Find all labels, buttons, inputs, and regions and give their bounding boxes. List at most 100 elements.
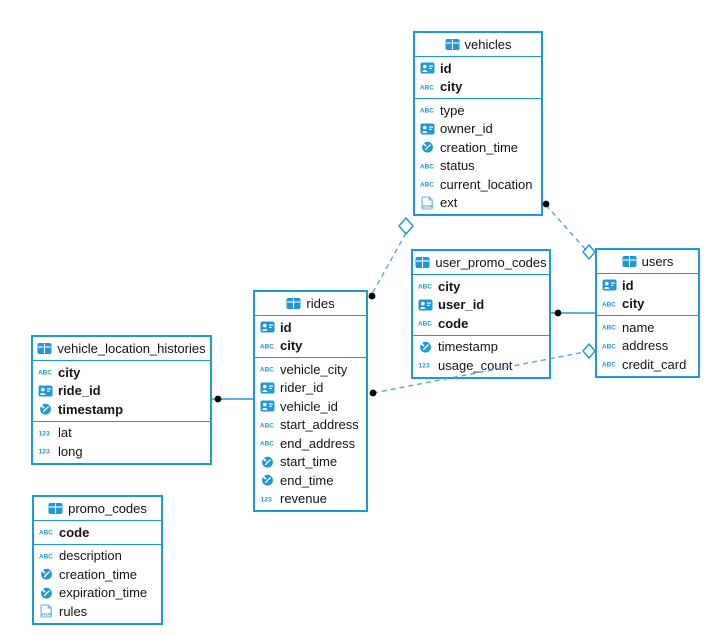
table-header[interactable]: user_promo_codes xyxy=(413,251,549,275)
field-row[interactable]: user_id xyxy=(413,296,549,315)
field-row[interactable]: ride_id xyxy=(33,382,210,401)
table-title: vehicles xyxy=(464,37,512,52)
field-name: long xyxy=(58,443,83,459)
field-row[interactable]: usage_count xyxy=(413,356,549,375)
field-name: code xyxy=(438,315,469,331)
relationship-dot-marker xyxy=(369,389,377,397)
field-row[interactable]: city xyxy=(597,295,698,314)
field-row[interactable]: current_location xyxy=(415,175,541,194)
primary-key-section: city ride_id timestamp xyxy=(33,361,210,422)
field-row[interactable]: timestamp xyxy=(413,338,549,357)
table-vehicle-location-histories[interactable]: vehicle_location_histories city ride_id … xyxy=(31,335,212,465)
field-name: credit_card xyxy=(622,356,687,372)
field-name: current_location xyxy=(440,176,533,192)
primary-key-section: city user_id code xyxy=(413,275,549,336)
field-name: start_time xyxy=(280,454,338,470)
relationship-line-vehicles-users[interactable] xyxy=(545,204,587,251)
field-name: type xyxy=(440,102,465,118)
primary-key-section: code xyxy=(34,521,161,545)
field-name: status xyxy=(440,158,475,174)
field-row[interactable]: city xyxy=(33,363,210,382)
field-name: creation_time xyxy=(440,139,519,155)
table-vehicles[interactable]: vehicles id city type owner_id creation_… xyxy=(413,31,543,216)
primary-key-section: id city xyxy=(597,274,698,316)
field-name: usage_count xyxy=(438,357,513,373)
field-row[interactable]: end_address xyxy=(255,434,366,453)
field-row[interactable]: address xyxy=(597,337,698,356)
field-row[interactable]: vehicle_city xyxy=(255,360,366,379)
field-row[interactable]: expiration_time xyxy=(34,584,161,603)
table-title: promo_codes xyxy=(68,501,147,516)
primary-key-section: id city xyxy=(415,57,541,99)
field-name: ride_id xyxy=(58,383,101,399)
field-row[interactable]: type xyxy=(415,101,541,120)
field-row[interactable]: city xyxy=(255,337,366,356)
field-row[interactable]: city xyxy=(415,78,541,97)
field-row[interactable]: city xyxy=(413,277,549,296)
field-name: city xyxy=(622,296,645,312)
field-name: rules xyxy=(59,603,88,619)
table-header[interactable]: vehicles xyxy=(415,33,541,57)
table-header[interactable]: promo_codes xyxy=(34,497,161,521)
relationship-diamond-marker xyxy=(398,216,414,236)
field-row[interactable]: timestamp xyxy=(33,400,210,419)
field-row[interactable]: vehicle_id xyxy=(255,397,366,416)
field-name: user_id xyxy=(438,297,485,313)
field-row[interactable]: end_time xyxy=(255,471,366,490)
table-header[interactable]: vehicle_location_histories xyxy=(33,337,210,361)
field-row[interactable]: owner_id xyxy=(415,120,541,139)
field-row[interactable]: rider_id xyxy=(255,379,366,398)
field-row[interactable]: id xyxy=(255,318,366,337)
field-row[interactable]: credit_card xyxy=(597,355,698,374)
field-row[interactable]: start_address xyxy=(255,416,366,435)
field-name: ext xyxy=(440,195,458,211)
field-row[interactable]: creation_time xyxy=(415,138,541,157)
field-name: rider_id xyxy=(280,380,324,396)
field-name: timestamp xyxy=(438,339,498,355)
table-title: vehicle_location_histories xyxy=(57,341,206,356)
field-row[interactable]: name xyxy=(597,318,698,337)
field-row[interactable]: ext xyxy=(415,194,541,213)
relationship-dot-marker xyxy=(542,200,550,208)
field-row[interactable]: start_time xyxy=(255,453,366,472)
field-row[interactable]: code xyxy=(413,314,549,333)
table-title: rides xyxy=(306,296,335,311)
relationship-diamond-marker xyxy=(582,243,596,261)
field-row[interactable]: rules xyxy=(34,602,161,621)
field-name: address xyxy=(622,338,669,354)
field-name: vehicle_city xyxy=(280,361,348,377)
table-header[interactable]: rides xyxy=(255,292,366,316)
field-name: id xyxy=(280,319,292,335)
field-name: city xyxy=(280,338,303,354)
relationship-line-vehicles-rides[interactable] xyxy=(371,232,407,295)
table-promo-codes[interactable]: promo_codes code description creation_ti… xyxy=(32,495,163,625)
table-users[interactable]: users id city name address credit_card xyxy=(595,248,700,378)
field-row[interactable]: lat xyxy=(33,424,210,443)
relationship-diamond-marker xyxy=(582,342,596,360)
field-row[interactable]: revenue xyxy=(255,490,366,509)
field-row[interactable]: creation_time xyxy=(34,565,161,584)
field-name: code xyxy=(59,524,90,540)
field-name: id xyxy=(440,60,452,76)
table-rides[interactable]: rides id city vehicle_city rider_id vehi… xyxy=(253,290,368,512)
field-name: city xyxy=(58,364,81,380)
field-row[interactable]: id xyxy=(597,276,698,295)
field-name: description xyxy=(59,548,122,564)
fields-section: type owner_id creation_time status curre… xyxy=(415,99,541,214)
primary-key-section: id city xyxy=(255,316,366,358)
field-row[interactable]: description xyxy=(34,547,161,566)
table-user-promo-codes[interactable]: user_promo_codes city user_id code times… xyxy=(411,249,551,379)
fields-section: description creation_time expiration_tim… xyxy=(34,545,161,623)
relationship-dot-marker xyxy=(368,292,376,300)
field-row[interactable]: id xyxy=(415,59,541,78)
field-row[interactable]: status xyxy=(415,157,541,176)
field-name: end_time xyxy=(280,472,334,488)
field-name: owner_id xyxy=(440,121,493,137)
field-row[interactable]: long xyxy=(33,442,210,461)
field-name: id xyxy=(622,277,634,293)
fields-section: name address credit_card xyxy=(597,316,698,376)
field-row[interactable]: code xyxy=(34,523,161,542)
table-header[interactable]: users xyxy=(597,250,698,274)
relationship-line-rides-users[interactable] xyxy=(372,351,586,394)
fields-section: timestamp usage_count xyxy=(413,336,549,377)
